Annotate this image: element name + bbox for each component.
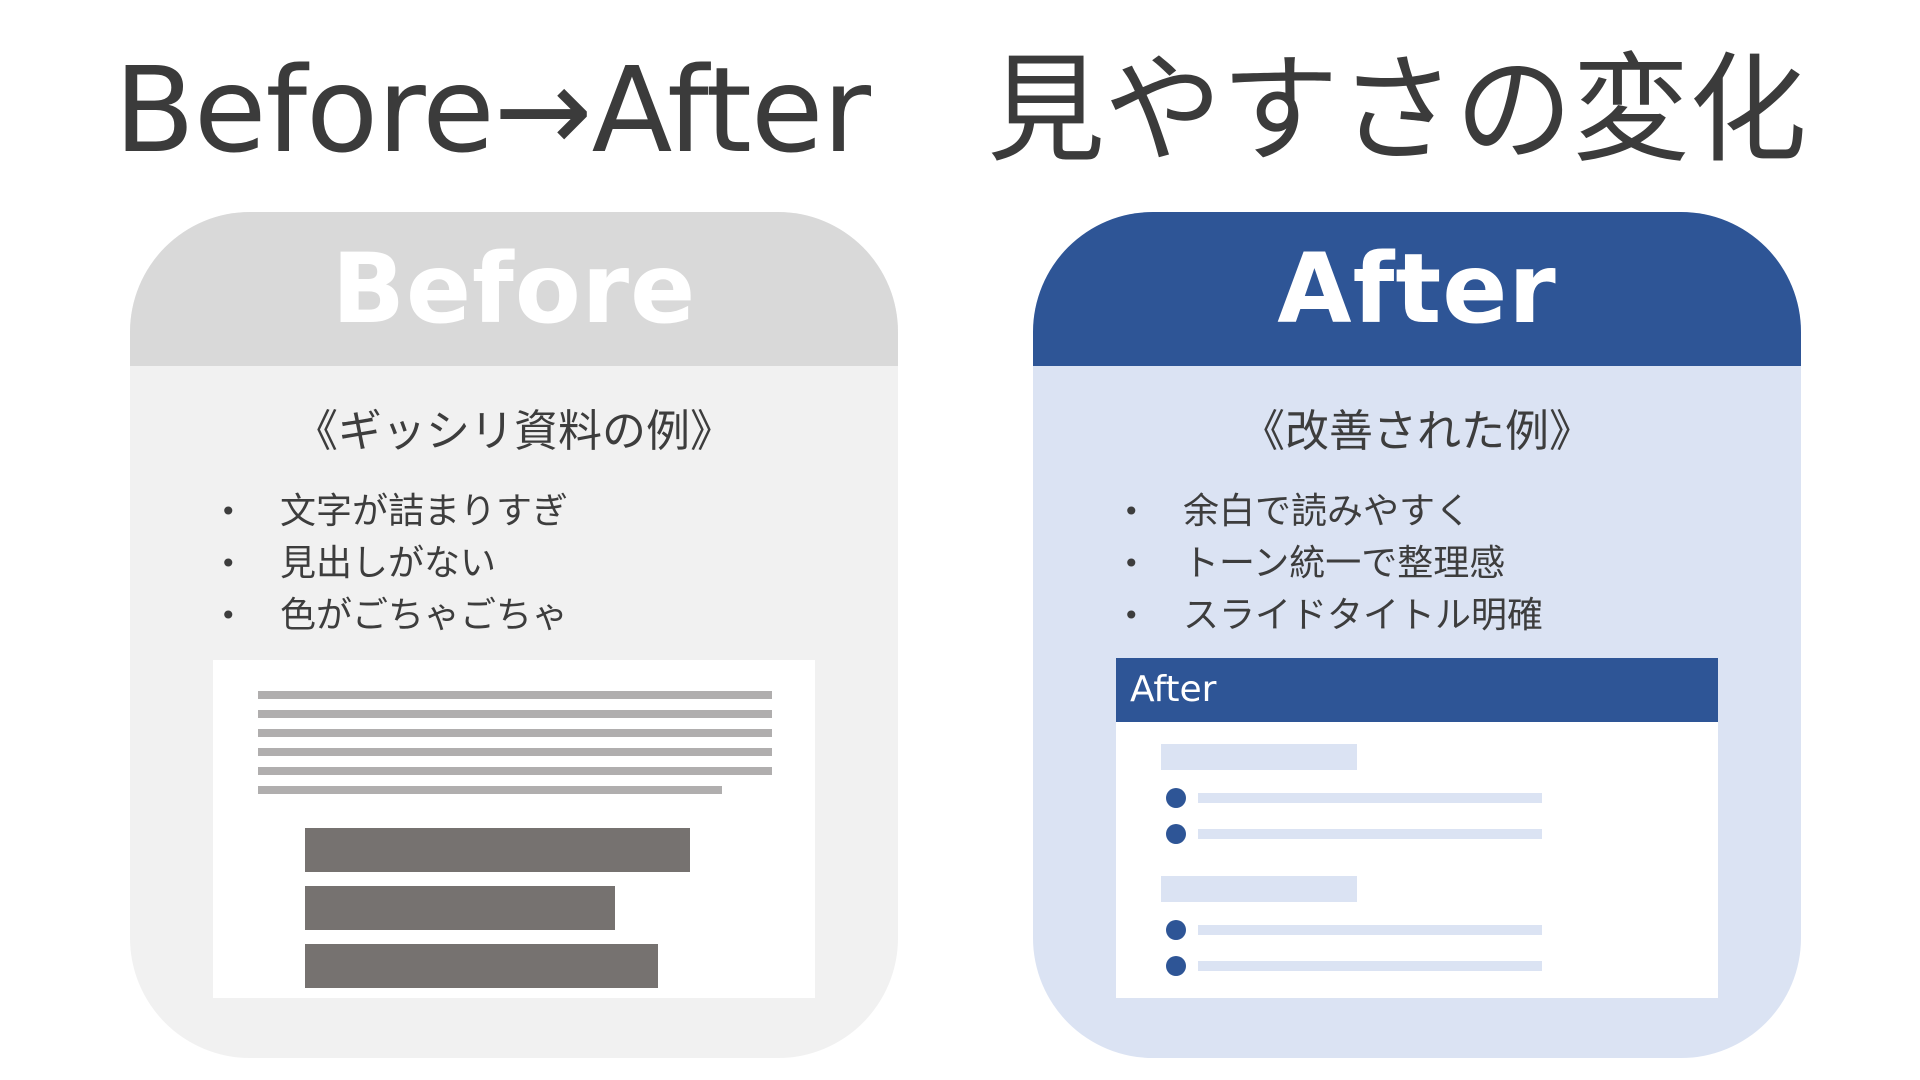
mockup-slide-title: After — [1116, 658, 1718, 722]
after-subtitle: 《改善された例》 — [1241, 406, 1593, 457]
page-title: Before→After 見やすさの変化 — [113, 41, 1807, 179]
text-line-placeholder — [258, 767, 772, 775]
bullet-text: 余白で読みやすく — [1183, 491, 1472, 532]
bullet-icon: • — [220, 547, 237, 580]
bullet-icon: • — [1123, 599, 1140, 632]
after-bullet-list: • 余白で読みやすく • トーン統一で整理感 • スライドタイトル明確 — [1033, 486, 1801, 642]
bullet-icon: • — [1123, 547, 1140, 580]
text-line-placeholder — [1198, 925, 1542, 935]
text-line-placeholder — [1198, 961, 1542, 971]
bullet-text: トーン統一で整理感 — [1183, 543, 1506, 584]
after-card-header: After — [1033, 212, 1801, 366]
heading-placeholder — [1161, 876, 1357, 902]
list-item: • トーン統一で整理感 — [1123, 538, 1801, 590]
before-bullet-list: • 文字が詰まりすぎ • 見出しがない • 色がごちゃごちゃ — [130, 486, 898, 642]
bullet-dot-icon — [1166, 788, 1186, 808]
bullet-dot-icon — [1166, 956, 1186, 976]
text-line-placeholder — [258, 691, 772, 699]
before-slide-mockup — [213, 660, 815, 998]
before-subtitle: 《ギッシリ資料の例》 — [294, 406, 734, 457]
text-line-placeholder — [258, 710, 772, 718]
list-item: • スライドタイトル明確 — [1123, 590, 1801, 642]
after-card: After 《改善された例》 • 余白で読みやすく • トーン統一で整理感 • スライ… — [1033, 212, 1801, 1058]
before-card-header: Before — [130, 212, 898, 366]
list-item: • 文字が詰まりすぎ — [220, 486, 898, 538]
bullet-text: 文字が詰まりすぎ — [280, 491, 569, 532]
text-line-placeholder — [258, 786, 722, 794]
bullet-text: スライドタイトル明確 — [1183, 595, 1544, 636]
before-card: Before 《ギッシリ資料の例》 • 文字が詰まりすぎ • 見出しがない • 色がご… — [130, 212, 898, 1058]
bullet-text: 見出しがない — [280, 543, 497, 584]
list-item: • 色がごちゃごちゃ — [220, 590, 898, 642]
block-placeholder — [305, 886, 615, 930]
block-placeholder — [305, 828, 690, 872]
bullet-dot-icon — [1166, 920, 1186, 940]
text-line-placeholder — [1198, 829, 1542, 839]
bullet-text: 色がごちゃごちゃ — [280, 595, 569, 636]
bullet-icon: • — [1123, 495, 1140, 528]
text-line-placeholder — [1198, 793, 1542, 803]
bullet-dot-icon — [1166, 824, 1186, 844]
text-line-placeholder — [258, 748, 772, 756]
list-item: • 余白で読みやすく — [1123, 486, 1801, 538]
bullet-icon: • — [220, 599, 237, 632]
after-slide-mockup: After — [1116, 658, 1718, 998]
bullet-icon: • — [220, 495, 237, 528]
text-line-placeholder — [258, 729, 772, 737]
list-item: • 見出しがない — [220, 538, 898, 590]
block-placeholder — [305, 944, 658, 988]
heading-placeholder — [1161, 744, 1357, 770]
